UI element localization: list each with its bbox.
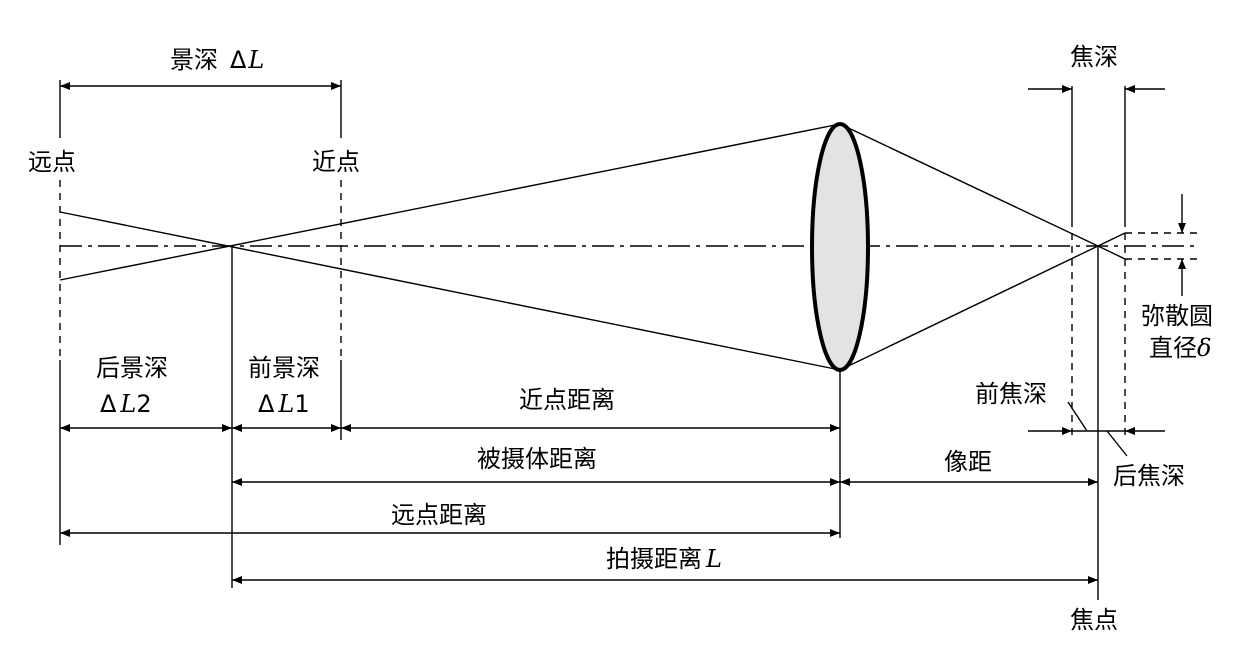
coc-label-line1: 弥散圆: [1141, 302, 1213, 330]
front-focus-depth-label: 前焦深: [975, 380, 1047, 408]
ray-bottom-to-focus: [839, 245, 1099, 371]
lens: [810, 122, 870, 372]
rear-focus-depth-label: 后焦深: [1113, 462, 1185, 490]
rear-dof-label: 后景深: [96, 354, 168, 382]
ray-upper-to-lens-bottom: [59, 211, 841, 371]
front-dof-label: 前景深: [248, 354, 320, 382]
depth-of-focus-label: 焦深: [1070, 43, 1118, 71]
near-point-distance-label: 近点距离: [519, 386, 615, 414]
focal-point-label: 焦点: [1070, 606, 1118, 634]
far-point-distance-label: 远点距离: [391, 501, 487, 529]
ray-past-focus-lower: [1097, 245, 1126, 260]
rear-focus-depth-leader: [1106, 430, 1128, 457]
image-distance-label: 像距: [944, 448, 992, 476]
ray-lower-to-lens-top: [59, 123, 841, 281]
ray-past-focus-upper: [1097, 232, 1126, 247]
subject-distance-label: 被摄体距离: [477, 445, 597, 473]
near-point-label: 近点: [312, 148, 360, 176]
coc-label-line2: 直径δ: [1149, 334, 1211, 362]
far-point-label: 远点: [28, 148, 76, 176]
ray-top-to-focus: [839, 123, 1099, 247]
front-focus-depth-leader: [1067, 401, 1088, 432]
